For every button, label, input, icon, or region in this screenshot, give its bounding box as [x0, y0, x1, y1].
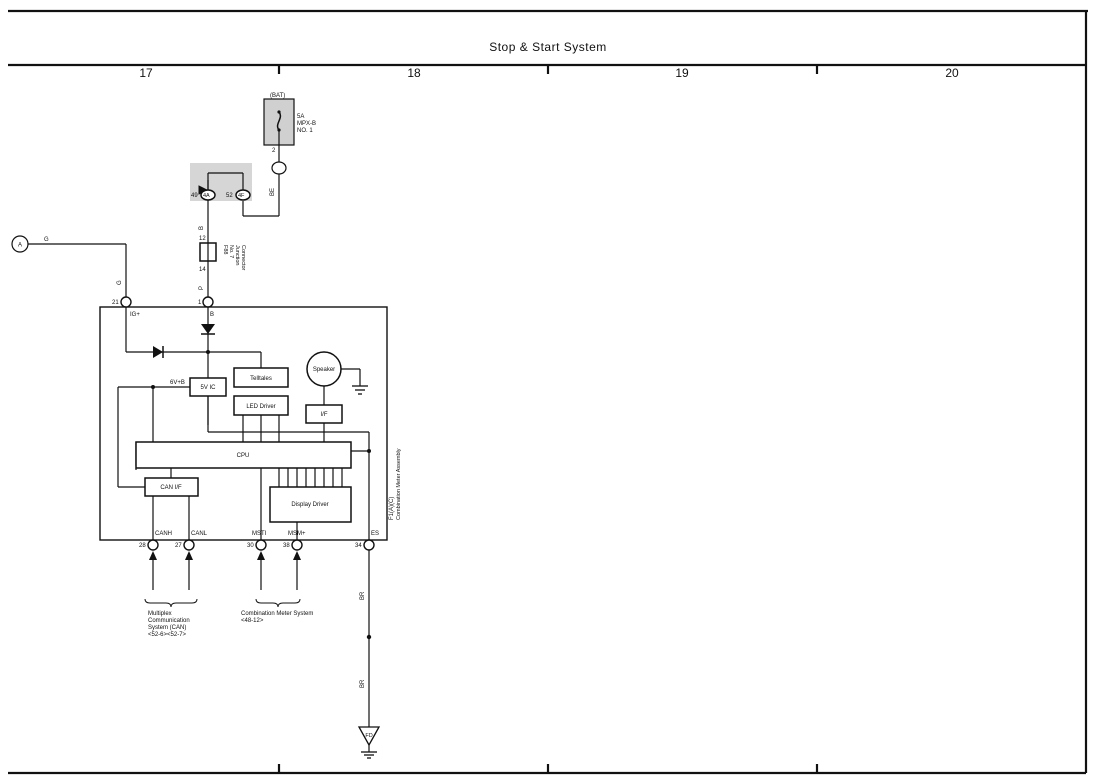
wire-color-label: B	[199, 226, 205, 230]
display-driver-label: Display Driver	[291, 502, 328, 508]
column-number: 17	[139, 66, 153, 80]
svg-text:14: 14	[199, 267, 206, 273]
v6b-label: 6V+B	[170, 380, 185, 386]
pin-name-canh: CANH	[155, 531, 172, 537]
meter-system-arrows	[257, 551, 301, 590]
svg-text:(BAT): (BAT)	[270, 93, 285, 99]
bottom-pins: CANH CANL MSTI MSM+ ES 28 27 30 38 34	[139, 531, 379, 551]
svg-text:4F: 4F	[238, 193, 245, 199]
fuse-connector	[271, 161, 287, 175]
ref-can-line4: <52-6><52-7>	[148, 632, 187, 638]
ic-5v-label: 5V IC	[200, 385, 216, 391]
brace-meter	[255, 598, 301, 608]
cpu-box	[135, 441, 352, 469]
combination-meter-assembly: F1(A)(C) Combination Meter Assembly	[99, 306, 402, 541]
meter-label: Combination Meter Assembly	[396, 448, 402, 520]
wire-color-label: G	[44, 237, 49, 243]
telltales-label: Telltales	[250, 376, 272, 382]
pin-name-msm: MSM+	[288, 531, 306, 537]
svg-text:4A: 4A	[203, 193, 210, 199]
junction-block: 49 4A 52 4F	[190, 163, 252, 201]
connector-a-label: A	[18, 243, 22, 249]
ref-meter-line2: <48-12>	[241, 618, 264, 624]
ground-fd-icon	[357, 726, 381, 759]
ref-can-line3: System (CAN)	[148, 625, 186, 631]
svg-text:12: 12	[199, 236, 206, 242]
pin-ig	[120, 296, 132, 308]
wire-color-label: G	[117, 280, 123, 285]
diagram-title: Stop & Start System	[489, 40, 607, 54]
wire-color-label: P	[199, 286, 205, 290]
column-number: 20	[945, 66, 959, 80]
pin-name-msti: MSTI	[252, 531, 267, 537]
pin-name-es: ES	[371, 531, 379, 537]
column-number: 19	[675, 66, 689, 80]
svg-text:F88: F88	[222, 245, 228, 254]
meter-name: F1(A)(C)	[389, 497, 395, 520]
svg-text:B: B	[210, 312, 214, 318]
pin-name-canl: CANL	[191, 531, 208, 537]
pin-num-28: 28	[139, 543, 146, 549]
svg-text:Connector: Connector	[240, 245, 246, 271]
cpu-display-bus	[278, 468, 343, 487]
led-driver-label: LED Driver	[246, 404, 275, 410]
diode-b	[201, 324, 215, 334]
splice-point	[366, 634, 372, 640]
ref-can-line2: Communication	[148, 618, 190, 624]
svg-text:NO. 1: NO. 1	[297, 128, 313, 134]
svg-text:52: 52	[226, 193, 233, 199]
wire-color-label: BE	[270, 188, 276, 196]
pin-b	[202, 296, 214, 308]
brace-can	[144, 598, 198, 608]
telltales-box	[233, 367, 289, 388]
wire-color-label: BR	[360, 591, 366, 600]
ground-fd-label: FD	[365, 733, 372, 739]
can-arrows	[149, 551, 193, 590]
pin-num-30: 30	[247, 543, 254, 549]
junction-connector-f88: 12 14 F88 No. 7 Junction Connector	[199, 236, 246, 273]
page-frame	[8, 9, 1088, 775]
fuse-mpx-b: (BAT) 5A MPX-B NO. 1 2	[263, 93, 316, 154]
svg-text:IG+: IG+	[130, 312, 140, 318]
ref-meter-line1: Combination Meter System	[241, 611, 313, 617]
ref-can-line1: Multiplex	[148, 611, 172, 617]
svg-text:5A: 5A	[297, 114, 304, 120]
pin-num-34: 34	[355, 543, 362, 549]
speaker-label: Speaker	[313, 367, 335, 373]
display-driver-box	[269, 486, 352, 523]
column-number: 18	[407, 66, 421, 80]
if-label: I/F	[321, 412, 328, 418]
svg-text:49: 49	[191, 193, 198, 199]
diode-ig	[153, 346, 163, 358]
svg-text:1: 1	[198, 300, 202, 306]
svg-text:MPX-B: MPX-B	[297, 121, 316, 127]
wire-color-label: BR	[360, 679, 366, 688]
svg-text:2: 2	[272, 148, 276, 154]
speaker-ground-icon	[352, 385, 368, 395]
svg-text:Junction: Junction	[234, 245, 240, 266]
can-if-label: CAN I/F	[160, 485, 182, 491]
pin-num-27: 27	[175, 543, 182, 549]
cpu-label: CPU	[237, 453, 250, 459]
svg-text:21: 21	[112, 300, 119, 306]
pin-num-38: 38	[283, 543, 290, 549]
svg-text:No. 7: No. 7	[228, 245, 234, 258]
